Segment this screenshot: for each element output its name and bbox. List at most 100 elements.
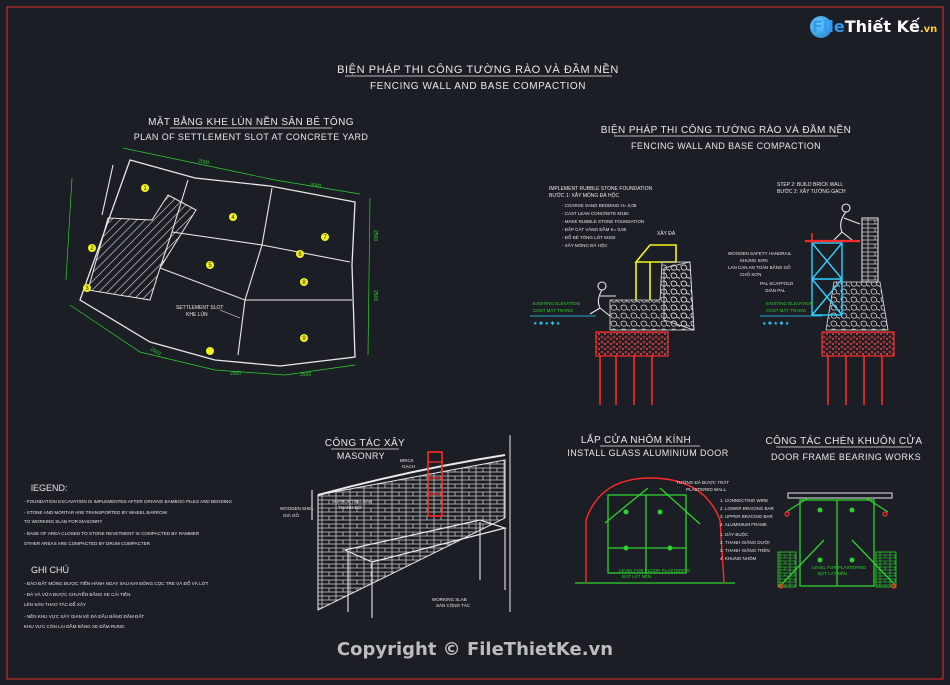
svg-text:7: 7	[323, 235, 327, 241]
masonry-title-vn: CÔNG TÁC XÂY	[325, 436, 405, 449]
masonry-title-en: MASONRY	[337, 451, 385, 461]
svg-text:LEVEL FOR PLASTERING: LEVEL FOR PLASTERING	[812, 565, 867, 570]
svg-text:4. ALUMINIUM FRAME: 4. ALUMINIUM FRAME	[720, 522, 767, 527]
svg-text:GẠCH: GẠCH	[402, 464, 415, 469]
svg-text:COST MẶT TRANG: COST MẶT TRANG	[766, 307, 807, 313]
svg-text:- MAKE RUBBLE STONE FOUNDATION: - MAKE RUBBLE STONE FOUNDATION	[562, 219, 644, 224]
svg-text:- XÂY MÓNG ĐÁ HỘC: - XÂY MÓNG ĐÁ HỘC	[562, 242, 608, 248]
step2-title-vn: BƯỚC 2: XÂY TƯỜNG GẠCH	[777, 188, 846, 195]
svg-text:2500: 2500	[300, 372, 311, 378]
fencing-title-en: FENCING WALL AND BASE COMPACTION	[631, 141, 821, 151]
fencing-section: BIỆN PHÁP THI CÔNG TƯỜNG RÀO VÀ ĐẦM NỀN …	[530, 123, 895, 405]
glass-door-section: LẮP CỬA NHÔM KÍNH INSTALL GLASS ALUMINIU…	[567, 433, 775, 584]
door-frame-section: CÔNG TÁC CHÈN KHUÔN CỬA DOOR FRAME BEARI…	[765, 434, 922, 589]
svg-text:LÊN SÀN THAO TÁC ĐỂ XÂY: LÊN SÀN THAO TÁC ĐỂ XÂY	[24, 600, 86, 607]
svg-text:- COARSE SAND BEDDING H= 0,05: - COARSE SAND BEDDING H= 0,05	[562, 203, 637, 208]
svg-text:- ĐẮP CÁT VÀNG ĐẦM K= 0,95: - ĐẮP CÁT VÀNG ĐẦM K= 0,95	[562, 225, 627, 232]
svg-text:3. UPPER BRACING BAR: 3. UPPER BRACING BAR	[720, 514, 774, 519]
svg-text:9: 9	[302, 336, 306, 342]
svg-text:★ ✱ ★ ✱ ★: ★ ✱ ★ ✱ ★	[762, 321, 790, 327]
svg-text:- STONE AND MORTAR ARE TRANSPO: - STONE AND MORTAR ARE TRANSPORTED BY WH…	[24, 510, 168, 515]
svg-text:OTHER AREAS ARE COMPACTED BY D: OTHER AREAS ARE COMPACTED BY DRUM COMPAC…	[24, 541, 151, 546]
copyright-watermark: Copyright © FileThietKe.vn	[336, 639, 614, 660]
svg-text:- ĐÁ VÀ VỮA ĐƯỢC CHUYỂN BẰNG X: - ĐÁ VÀ VỮA ĐƯỢC CHUYỂN BẰNG XE CẢI TIẾN	[24, 590, 130, 597]
stone-label: XÂY ĐÁ	[657, 230, 676, 237]
slot-label-vn: KHE LÚN	[186, 311, 208, 318]
glass-door-title-vn: LẮP CỬA NHÔM KÍNH	[581, 433, 691, 446]
ghichu-title: GHI CHÚ	[31, 565, 69, 575]
svg-text:3: 3	[85, 286, 89, 292]
svg-text:2500: 2500	[149, 347, 162, 358]
svg-text:1. CONNECTING WIRE: 1. CONNECTING WIRE	[720, 498, 768, 503]
svg-text:TƯỜNG ĐÃ ĐƯỢC TRÁT: TƯỜNG ĐÃ ĐƯỢC TRÁT	[676, 479, 729, 485]
svg-text:SUPPORTING BAR: SUPPORTING BAR	[332, 499, 373, 504]
logo-text: FileThiết Kế.vn	[812, 17, 938, 36]
svg-text:2500: 2500	[230, 371, 241, 377]
step2-wall-drawing: EXISTING ELEVATION COST MẶT TRANG ★ ✱ ★ …	[760, 203, 895, 405]
step1-title: IMPLEMENT RUBBLE STONE FOUNDATION	[549, 186, 652, 192]
svg-text:LEVEL FOR FLOOR PLASTERING: LEVEL FOR FLOOR PLASTERING	[619, 568, 691, 573]
svg-text:- CAST LEAN CONCRETE M150: - CAST LEAN CONCRETE M150	[562, 211, 629, 216]
svg-text:2. LOWER BRACING BAR: 2. LOWER BRACING BAR	[720, 506, 775, 511]
svg-text:ĐẶT LÁT NỀN: ĐẶT LÁT NỀN	[818, 570, 847, 576]
svg-text:★ ✱ ★ ✱ ★: ★ ✱ ★ ✱ ★	[533, 321, 561, 327]
step1-title-vn: BƯỚC 1: XÂY MÓNG ĐÁ HỘC	[549, 192, 620, 199]
svg-text:CHỐ SƠN: CHỐ SƠN	[740, 271, 761, 277]
svg-text:4: 4	[231, 215, 235, 221]
main-title-en: FENCING WALL AND BASE COMPACTION	[370, 81, 586, 92]
svg-text:SÀN CÔNG TÁC: SÀN CÔNG TÁC	[436, 602, 471, 608]
svg-text:PLASTERED WALL: PLASTERED WALL	[686, 487, 727, 492]
svg-text:- NỀN KHU VỰC XÂY GIÁN KÈ ĐÁ Đ: - NỀN KHU VỰC XÂY GIÁN KÈ ĐÁ ĐẦU BẰNG ĐẦ…	[24, 612, 144, 619]
svg-text:PAL SCAFFOLD: PAL SCAFFOLD	[760, 281, 794, 286]
door-frame-title-en: DOOR FRAME BEARING WORKS	[771, 452, 921, 462]
step1-foundation-drawing: EXISTING ELEVATION COST MẶT TRANG ★ ✱ ★ …	[530, 244, 695, 405]
svg-text:6: 6	[298, 252, 302, 258]
glass-door-title-en: INSTALL GLASS ALUMINIUM DOOR	[567, 448, 728, 458]
svg-text:2. THANH GIẰNG DƯỚI: 2. THANH GIẰNG DƯỚI	[720, 538, 770, 545]
svg-text:2000: 2000	[198, 158, 210, 166]
svg-text:5: 5	[208, 263, 212, 269]
svg-text:- ĐÀO ĐẤT MÓNG ĐƯỢC TIẾN HÀNH: - ĐÀO ĐẤT MÓNG ĐƯỢC TIẾN HÀNH NGAY SAU K…	[24, 580, 209, 586]
svg-text:ĐẶT LÁT NỀN: ĐẶT LÁT NỀN	[622, 573, 651, 579]
svg-text:GIÁ GỖ: GIÁ GỖ	[283, 512, 300, 518]
svg-text:LAN CAN AN TOÀN BẰNG GỖ: LAN CAN AN TOÀN BẰNG GỖ	[728, 263, 791, 270]
svg-text:WOODEN SAFETY HANDRAIL: WOODEN SAFETY HANDRAIL	[728, 251, 792, 256]
svg-text:COST MẶT TRANG: COST MẶT TRANG	[533, 307, 574, 313]
drawing-border	[6, 6, 944, 680]
svg-text:BRICK: BRICK	[400, 458, 414, 463]
plan-title-vn: MẶT BẰNG KHE LÚN NỀN SÂN BÊ TÔNG	[148, 115, 354, 128]
slot-label-en: SETTLEMENT SLOT	[176, 305, 223, 311]
svg-text:3000: 3000	[310, 182, 322, 190]
ghi-chu: GHI CHÚ - ĐÀO ĐẤT MÓNG ĐƯỢC TIẾN HÀNH NG…	[24, 565, 209, 629]
svg-text:EXISTING ELEVATION: EXISTING ELEVATION	[533, 301, 580, 306]
plan-zone-markers: 1 2 3 4 5 6 7 8 9	[83, 184, 329, 355]
svg-text:8: 8	[302, 280, 306, 286]
svg-text:- BASE OF AREA CLOSED TO STONE: - BASE OF AREA CLOSED TO STONE REVETMENT…	[24, 531, 200, 536]
svg-text:WOODEN SHEL: WOODEN SHEL	[280, 506, 314, 511]
svg-text:EXISTING ELEVATION: EXISTING ELEVATION	[766, 301, 813, 306]
svg-text:- FOUNDATION EXCAVATION IS IMP: - FOUNDATION EXCAVATION IS IMPLEMENTED A…	[24, 499, 232, 504]
main-title: BIỆN PHÁP THI CÔNG TƯỜNG RÀO VÀ ĐẦM NỀN …	[337, 63, 619, 92]
plan-title-en: PLAN OF SETTLEMENT SLOT AT CONCRETE YARD	[134, 132, 369, 142]
fencing-title-vn: BIỆN PHÁP THI CÔNG TƯỜNG RÀO VÀ ĐẦM NỀN	[601, 123, 852, 136]
step2-title: STEP 2: BUILD BRICK WALL	[777, 182, 843, 188]
svg-text:KHUNG SƠN: KHUNG SƠN	[740, 258, 768, 263]
svg-text:GIÀN PAL: GIÀN PAL	[765, 287, 786, 293]
svg-text:1: 1	[143, 186, 147, 192]
svg-text:1. DÂY BUỘC: 1. DÂY BUỘC	[720, 531, 749, 537]
svg-text:THANH ĐỠ: THANH ĐỠ	[338, 504, 362, 510]
masonry-section: CÔNG TÁC XÂY MASONRY WOODEN SHEL GIÁ GỖ …	[280, 435, 511, 618]
svg-text:WORKING SLAB: WORKING SLAB	[432, 597, 467, 602]
svg-text:2500: 2500	[372, 290, 378, 301]
main-title-vn: BIỆN PHÁP THI CÔNG TƯỜNG RÀO VÀ ĐẦM NỀN	[337, 63, 619, 76]
plan-settlement-slot: MẶT BẰNG KHE LÚN NỀN SÂN BÊ TÔNG PLAN OF…	[65, 115, 378, 378]
svg-text:2: 2	[90, 246, 94, 252]
svg-text:- ĐỔ BÊ TÔNG LÓT M150: - ĐỔ BÊ TÔNG LÓT M150	[562, 233, 616, 240]
svg-text:3. THANH GIẰNG TRÊN: 3. THANH GIẰNG TRÊN	[720, 546, 770, 553]
svg-text:TO WORKING SLAB FOR MASONRY: TO WORKING SLAB FOR MASONRY	[24, 519, 102, 524]
svg-text:2500: 2500	[372, 230, 378, 241]
legend: lEGEND: - FOUNDATION EXCAVATION IS IMPLE…	[24, 483, 232, 546]
svg-text:KHU VỰC CÒN LẠI ĐẦM BẰNG XE ĐẦ: KHU VỰC CÒN LẠI ĐẦM BẰNG XE ĐẦM RUNG	[24, 622, 125, 629]
svg-text:4. KHUNG NHÔM: 4. KHUNG NHÔM	[720, 555, 757, 561]
